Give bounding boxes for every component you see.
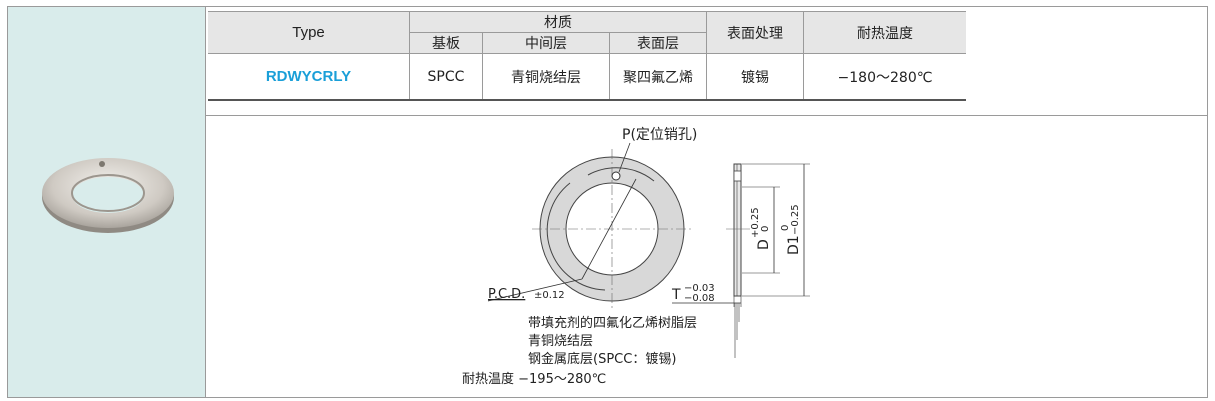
t-tol-lower: −0.08 xyxy=(684,293,715,304)
table-row: RDWYCRLY SPCC 青铜烧结层 聚四氟乙烯 镀锡 −180～280℃ xyxy=(208,53,966,101)
cell-type[interactable]: RDWYCRLY xyxy=(208,53,410,101)
d-tol-upper: +0.25 xyxy=(750,207,761,238)
pcd-diameter-line xyxy=(581,178,637,280)
header-surface-treatment: 表面处理 xyxy=(706,11,804,54)
cell-surface-layer: 聚四氟乙烯 xyxy=(609,53,707,101)
d-tol-lower: 0 xyxy=(760,226,771,232)
d1-tol-upper: 0 xyxy=(780,225,791,231)
pin-hole-leader xyxy=(618,142,631,173)
cell-heat-resistance: −180～280℃ xyxy=(803,53,966,101)
washer-photo xyxy=(42,158,174,233)
pcd-arc-upper xyxy=(587,167,655,182)
header-heat-resistance: 耐热温度 xyxy=(803,11,966,54)
header-surface-layer: 表面层 xyxy=(609,32,707,54)
washer-side-view xyxy=(733,163,742,297)
pcd-leader xyxy=(487,278,583,302)
t-tol-upper: −0.03 xyxy=(684,283,715,294)
side-pin-notch xyxy=(733,170,742,182)
pcd-tolerance: ±0.12 xyxy=(534,290,565,301)
header-type: Type xyxy=(208,11,410,54)
d1-label: D1 xyxy=(786,235,802,255)
technical-drawing: P(定位销孔) P.C.D. ±0.12 D +0.25 0 D1 0 −0.2… xyxy=(462,127,810,387)
cell-substrate: SPCC xyxy=(409,53,483,101)
pcd-label: P.C.D. xyxy=(488,287,525,302)
d-label: D xyxy=(756,239,772,250)
cell-surface-treatment: 镀锡 xyxy=(706,53,804,101)
header-substrate: 基板 xyxy=(409,32,483,54)
header-middle-layer: 中间层 xyxy=(482,32,610,54)
note-layer-2: 青铜烧结层 xyxy=(528,334,593,349)
note-layer-3: 钢金属底层(SPCC：镀锡) xyxy=(528,351,676,367)
cell-middle-layer: 青铜烧结层 xyxy=(482,53,610,101)
t-label: T xyxy=(671,287,681,303)
d1-tol-lower: −0.25 xyxy=(790,204,801,235)
note-heat: 耐热温度 −195～280℃ xyxy=(462,371,606,387)
note-layer-1: 带填充剂的四氟化乙烯树脂层 xyxy=(528,315,697,331)
p-label: P(定位销孔) xyxy=(622,127,697,143)
section-divider xyxy=(206,115,1208,116)
pin-hole-icon xyxy=(611,171,621,181)
header-material: 材质 xyxy=(409,11,707,33)
pcd-arc xyxy=(546,182,606,291)
product-image-panel xyxy=(8,7,206,397)
spec-table: Type 材质 表面处理 耐热温度 基板 中间层 表面层 RDWYCRLY SP… xyxy=(208,11,966,101)
